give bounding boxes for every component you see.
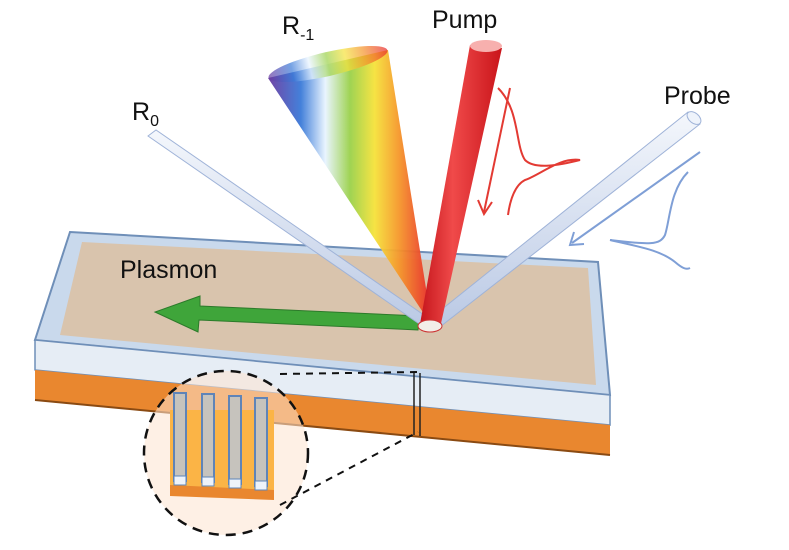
grating-inset (142, 369, 419, 537)
plasmon-arrow (153, 295, 421, 333)
beam-spot (417, 319, 443, 333)
plasmon-label: Plasmon (120, 256, 218, 284)
r-1-label: R-1 (282, 12, 314, 45)
pump-pulse (477, 87, 581, 217)
pump-beam-end (470, 40, 502, 52)
r0-label-sub: 0 (150, 113, 159, 130)
probe-label: Probe (664, 82, 731, 110)
r-1-spectrum-cone (268, 50, 432, 326)
r0-label-main: R (132, 98, 151, 126)
probe-beam-end (686, 111, 702, 125)
pump-beam (420, 45, 502, 328)
r-1-label-sub: -1 (300, 27, 315, 44)
probe-pulse (568, 151, 701, 270)
r-1-cone-end (268, 45, 388, 83)
r-1-label-main: R (282, 12, 301, 40)
pump-label: Pump (432, 6, 498, 34)
r0-label: R0 (132, 98, 159, 131)
